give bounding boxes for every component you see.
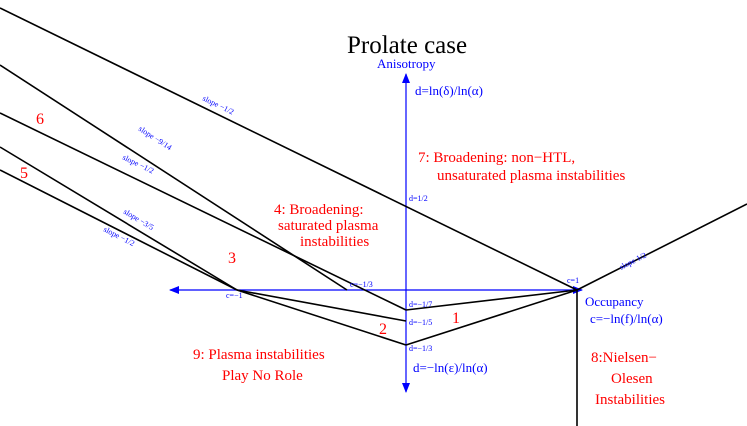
region-6-label: 6	[36, 111, 44, 128]
boundary-slope-neg-3-5	[0, 146, 238, 291]
slope-label-neg-3-5: slope −3/5	[122, 207, 155, 232]
occupancy-axis-label: Occupancy	[585, 294, 644, 309]
region-7-label-line1: 7: Broadening: non−HTL,	[418, 150, 575, 166]
anisotropy-axis-label: Anisotropy	[377, 56, 436, 71]
d-neg-1-7-label: d=−1/7	[409, 300, 432, 309]
region-4-label-line2: saturated plasma	[278, 218, 379, 234]
d-neg-1-5-label: d=−1/5	[409, 318, 432, 327]
slope-label-pos-half: slope 1/2	[618, 251, 648, 272]
slope-label-neg-9-14: slope −9/14	[137, 124, 173, 152]
region-3-label: 3	[228, 250, 236, 267]
region-4-label-line3: instabilities	[300, 234, 369, 250]
anisotropy-formula: d=ln(δ)/ln(α)	[415, 83, 483, 98]
region-8-label-line1: 8:Nielsen−	[591, 350, 657, 366]
d-half-label: d=1/2	[409, 194, 428, 203]
region-8-label-line3: Instabilities	[595, 392, 665, 408]
boundary-slope-neg-half-mid	[0, 112, 407, 311]
boundary-top-slope-neg-half	[0, 7, 578, 291]
c-neg-one-label: c=−1	[226, 291, 243, 300]
c-neg-1-3-label: c=−1/3	[350, 280, 373, 289]
slope-label-mid-neg-half: slope −1/2	[121, 153, 155, 176]
diagram-title: Prolate case	[347, 32, 467, 59]
boundary-d-neg-1-3-to-c1	[405, 289, 578, 346]
boundary-d-neg-1-7-to-c1	[405, 289, 578, 311]
region-4-label-line1: 4: Broadening:	[274, 202, 364, 218]
region-1-label: 1	[452, 310, 460, 327]
axes	[169, 73, 583, 393]
region-8-label-line2: Olesen	[611, 371, 653, 387]
boundary-c-neg1-to-d-neg-1-5	[236, 289, 407, 322]
boundary-c-neg1-to-d-neg-1-3	[236, 289, 407, 346]
region-2-label: 2	[379, 321, 387, 338]
d-neg-1-3-label: d=−1/3	[409, 344, 432, 353]
region-9-label-line1: 9: Plasma instabilities	[193, 347, 325, 363]
boundary-slope-neg-half-low	[0, 169, 238, 291]
boundary-slope-pos-half	[576, 203, 747, 291]
phase-boundaries	[0, 7, 747, 426]
occupancy-formula: c=−ln(f)/ln(α)	[590, 311, 663, 326]
c-one-label: c=1	[567, 276, 579, 285]
region-9-label-line2: Play No Role	[222, 368, 303, 384]
slope-label-top: slope −1/2	[201, 94, 235, 117]
region-7-label-line2: unsaturated plasma instabilities	[437, 168, 625, 184]
slope-label-low-neg-half: slope −1/2	[102, 225, 136, 248]
region-5-label: 5	[20, 165, 28, 182]
epsilon-formula: d=−ln(ε)/ln(α)	[413, 360, 488, 375]
